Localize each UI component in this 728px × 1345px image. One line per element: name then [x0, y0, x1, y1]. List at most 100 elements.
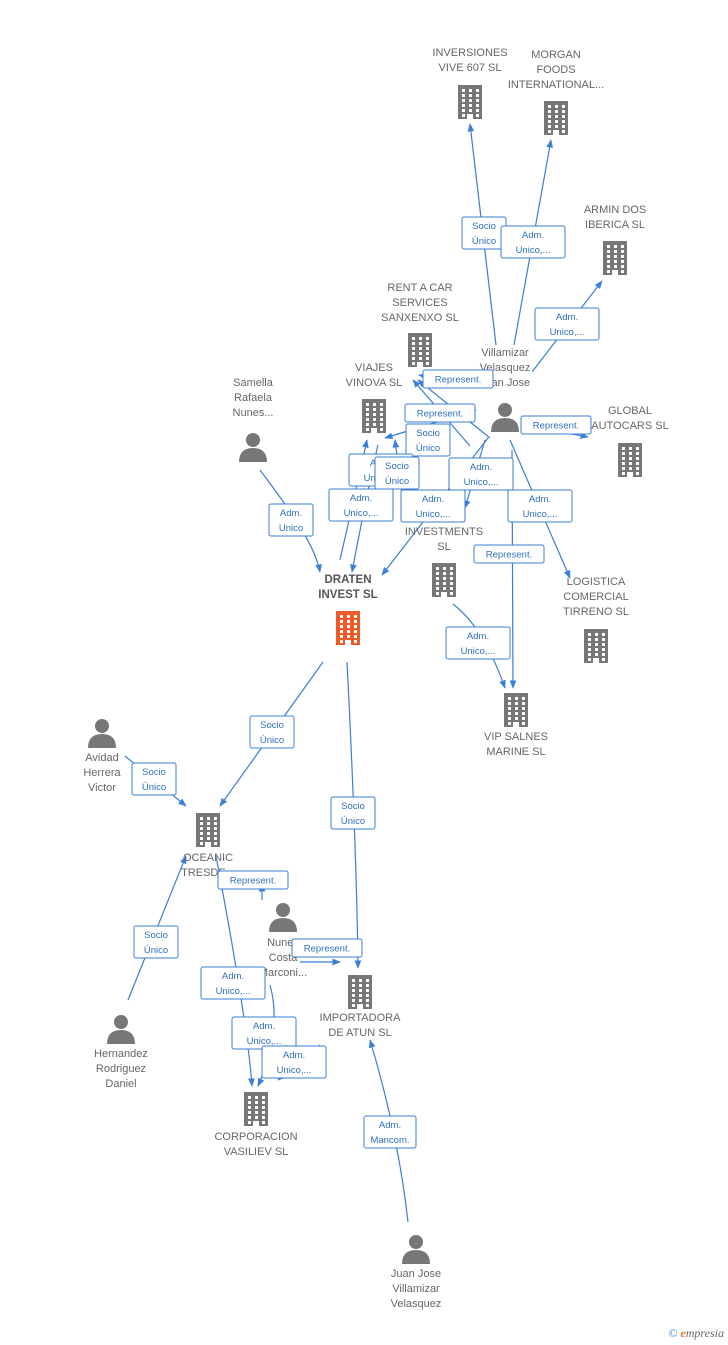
- edge-label-text: Único: [341, 816, 365, 827]
- node-label: INVERSIONES: [432, 47, 507, 59]
- edge-label[interactable]: Represent.: [217, 870, 289, 890]
- node-label: IBERICA SL: [585, 219, 645, 231]
- edge-label[interactable]: Adm.Mancom.: [363, 1115, 417, 1149]
- edge-label-text: Socio: [142, 767, 166, 778]
- node-label: IMPORTADORA: [320, 1012, 402, 1024]
- edge-label-text: Socio: [341, 801, 365, 812]
- node-label: VIVE 607 SL: [439, 62, 502, 74]
- node-label: Rafaela: [234, 392, 273, 404]
- edge-layer: [124, 123, 603, 1223]
- node-label: Hernandez: [94, 1048, 148, 1060]
- edge-label-text: Adm.: [379, 1120, 401, 1131]
- edge-label-text: Represent.: [304, 944, 350, 955]
- edge-label[interactable]: Adm.Unico,...: [534, 307, 600, 341]
- edge-label-text: Único: [142, 782, 166, 793]
- edge-label-text: Único: [144, 945, 168, 956]
- edge-label[interactable]: Represent.: [520, 415, 592, 435]
- edge-label[interactable]: Adm.Unico,...: [507, 489, 573, 523]
- edge-label[interactable]: Adm.Unico,...: [500, 225, 566, 259]
- node-label: SANXENXO SL: [381, 312, 459, 324]
- node-label: Herrera: [83, 767, 121, 779]
- node-label: TIRRENO SL: [563, 606, 629, 618]
- node-label: COMERCIAL: [563, 591, 628, 603]
- edge-label[interactable]: Adm. Unico,...: [328, 488, 394, 522]
- edge-label[interactable]: Adm.Unico,...: [200, 966, 266, 1000]
- node-label: Rodriguez: [96, 1063, 146, 1075]
- edge-label[interactable]: Represent.: [422, 369, 494, 389]
- edge-label[interactable]: Adm.Unico,...: [261, 1045, 327, 1079]
- person-icon: [491, 403, 519, 432]
- node-label: Nunes...: [233, 407, 274, 419]
- edge-label-text: Adm.: [522, 230, 544, 241]
- node-label: VIP SALNES: [484, 731, 548, 743]
- node-label: Marconi...: [259, 967, 307, 979]
- edge-label-text: Adm.: [350, 493, 372, 504]
- edge-label-text: Adm.: [467, 631, 489, 642]
- company-node-viajes[interactable]: VIAJES VINOVA SL: [346, 362, 403, 433]
- building-icon: [196, 813, 220, 847]
- copyright-symbol: ©: [668, 1326, 678, 1340]
- edge-label-text: Único: [385, 476, 409, 487]
- node-label: Nunes: [267, 937, 299, 949]
- edge-label-text: Socio: [260, 720, 284, 731]
- edge-label[interactable]: Adm.Unico: [268, 503, 314, 537]
- edge-label[interactable]: Adm.Unico,...: [445, 626, 511, 660]
- company-node-oceanic[interactable]: OCEANICTRESDE...: [181, 813, 235, 879]
- building-icon: [504, 693, 528, 727]
- edge-label-text: Unico,...: [344, 508, 379, 519]
- edge-label-text: Adm.: [222, 971, 244, 982]
- edge-label-text: Socio: [472, 221, 496, 232]
- edge-label[interactable]: Represent.: [291, 938, 363, 958]
- node-label: DRATEN: [324, 574, 371, 586]
- edge-label-text: Unico,...: [464, 477, 499, 488]
- company-node-morgan[interactable]: MORGANFOODSINTERNATIONAL...: [508, 49, 604, 135]
- edge-label-text: Único: [472, 236, 496, 247]
- edge-label-text: Represent.: [417, 409, 463, 420]
- edge-label[interactable]: Adm.Unico,...: [231, 1016, 297, 1050]
- node-label: VIAJES: [355, 362, 393, 374]
- edge-label[interactable]: Adm.Unico,...: [448, 457, 514, 491]
- company-node-inversiones[interactable]: INVERSIONES VIVE 607 SL: [432, 47, 508, 119]
- building-icon: [244, 1092, 268, 1126]
- building-icon: [618, 443, 642, 477]
- node-label: SERVICES: [392, 297, 447, 309]
- edge-label-text: Socio: [416, 428, 440, 439]
- person-node-nunes[interactable]: NunesCostaMarconi...: [259, 903, 307, 979]
- person-node-samella[interactable]: SamellaRafaelaNunes...: [233, 377, 274, 462]
- edge-label[interactable]: Represent.: [404, 403, 476, 423]
- building-icon: [584, 629, 608, 663]
- edge-label-text: Unico,...: [247, 1036, 282, 1047]
- edge-label-text: Adm.: [556, 312, 578, 323]
- node-label: INTERNATIONAL...: [508, 79, 604, 91]
- node-label: VASILIEV SL: [224, 1146, 289, 1158]
- edge-label[interactable]: Adm.Unico,...: [400, 489, 466, 523]
- node-label: SL: [437, 541, 450, 553]
- brand-logo-e: e: [680, 1326, 686, 1340]
- person-icon: [88, 719, 116, 748]
- node-label: FOODS: [536, 64, 575, 76]
- building-icon: [408, 333, 432, 367]
- person-icon: [239, 433, 267, 462]
- edge-label[interactable]: Represent.: [473, 544, 545, 564]
- node-label: VINOVA SL: [346, 377, 403, 389]
